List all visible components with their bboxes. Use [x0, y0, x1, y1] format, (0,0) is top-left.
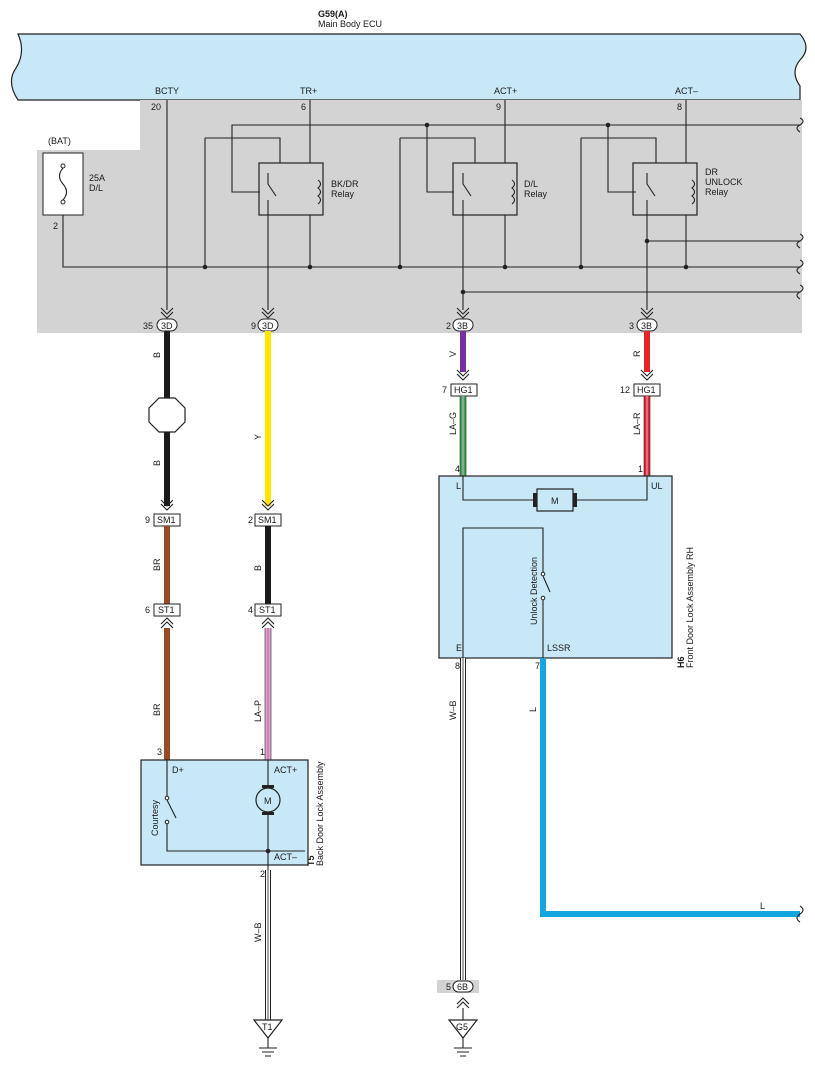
relay-drunlock-box — [632, 162, 698, 216]
t5-assembly-box — [140, 759, 309, 866]
svg-text:E: E — [456, 643, 462, 653]
svg-text:SM1: SM1 — [258, 515, 277, 525]
svg-text:D+: D+ — [172, 765, 184, 775]
svg-text:Courtesy: Courtesy — [150, 799, 160, 836]
splice-point — [148, 397, 186, 433]
fuse-icon — [58, 167, 68, 201]
svg-text:B: B — [152, 460, 162, 466]
svg-text:BR: BR — [152, 558, 162, 571]
svg-text:6B: 6B — [457, 982, 468, 992]
t5-name: Back Door Lock Assembly — [315, 761, 325, 866]
svg-text:G5: G5 — [456, 1022, 468, 1032]
svg-text:3B: 3B — [457, 321, 468, 331]
svg-text:9: 9 — [145, 515, 150, 525]
svg-text:1: 1 — [260, 747, 265, 757]
svg-text:4: 4 — [248, 605, 253, 615]
svg-text:6: 6 — [145, 605, 150, 615]
ecu-panel — [37, 100, 802, 333]
svg-text:Relay: Relay — [331, 189, 355, 199]
fuse-name: D/L — [89, 183, 103, 193]
pin-label-bcty: BCTY — [155, 86, 179, 96]
t5-id: T5 — [306, 855, 316, 866]
svg-text:4: 4 — [455, 464, 460, 474]
fuse-pin: 2 — [53, 221, 58, 231]
svg-text:35: 35 — [143, 321, 153, 331]
svg-text:V: V — [448, 351, 458, 357]
svg-text:M: M — [551, 496, 559, 506]
pin-num-actp: 9 — [496, 102, 501, 112]
svg-text:UNLOCK: UNLOCK — [705, 177, 743, 187]
svg-text:BK/DR: BK/DR — [331, 179, 359, 189]
h6-id: H6 — [676, 656, 686, 668]
svg-text:2: 2 — [446, 321, 451, 331]
pin-num-actm: 8 — [677, 102, 682, 112]
svg-text:8: 8 — [455, 661, 460, 671]
svg-text:W–B: W–B — [253, 922, 263, 942]
ecu-id: G59(A) — [318, 9, 348, 19]
svg-text:SM1: SM1 — [157, 515, 176, 525]
pin-num-tr: 6 — [301, 102, 306, 112]
fuse-tag: (BAT) — [48, 136, 71, 146]
svg-text:LA–R: LA–R — [632, 412, 642, 435]
svg-text:1: 1 — [638, 464, 643, 474]
pin-label-actm: ACT– — [675, 86, 698, 96]
svg-text:ACT–: ACT– — [274, 852, 297, 862]
svg-text:L: L — [760, 901, 765, 911]
svg-text:ACT+: ACT+ — [274, 765, 297, 775]
h6-name: Front Door Lock Assembly RH — [685, 547, 695, 668]
svg-text:W–B: W–B — [448, 700, 458, 720]
svg-text:3D: 3D — [262, 321, 274, 331]
lssr-wire — [540, 658, 800, 917]
svg-text:L: L — [528, 707, 538, 712]
svg-text:3: 3 — [629, 321, 634, 331]
fuse-bus-wire — [62, 215, 800, 268]
relay-bkdr-box — [258, 162, 324, 216]
ground-g5 — [447, 1019, 479, 1039]
svg-text:ST1: ST1 — [259, 605, 276, 615]
svg-text:T1: T1 — [262, 1022, 273, 1032]
svg-text:UL: UL — [651, 481, 663, 491]
svg-text:B: B — [152, 352, 162, 358]
svg-text:L: L — [456, 481, 461, 491]
pin-label-tr: TR+ — [300, 86, 317, 96]
relay-coil-icon — [317, 179, 322, 205]
svg-text:HG1: HG1 — [637, 385, 656, 395]
svg-text:DR: DR — [705, 167, 718, 177]
ground-icon — [259, 1038, 277, 1057]
svg-text:2: 2 — [248, 515, 253, 525]
svg-text:5: 5 — [446, 982, 451, 992]
svg-text:2: 2 — [260, 869, 265, 879]
ecu-body — [10, 33, 807, 101]
svg-text:B: B — [253, 565, 263, 571]
svg-text:3B: 3B — [641, 321, 652, 331]
svg-text:3D: 3D — [161, 321, 173, 331]
svg-text:7: 7 — [442, 385, 447, 395]
svg-text:D/L: D/L — [524, 179, 538, 189]
svg-text:HG1: HG1 — [454, 385, 473, 395]
svg-text:ST1: ST1 — [158, 605, 175, 615]
svg-text:12: 12 — [620, 385, 630, 395]
svg-text:LA–P: LA–P — [253, 700, 263, 722]
svg-text:LSSR: LSSR — [547, 643, 571, 653]
fuse-rating: 25A — [89, 173, 105, 183]
ground-icon — [454, 1038, 472, 1057]
svg-text:Unlock Detection: Unlock Detection — [529, 557, 539, 625]
svg-text:Y: Y — [253, 434, 263, 440]
pin-num-bcty: 20 — [151, 102, 161, 112]
svg-text:R: R — [632, 350, 642, 357]
svg-text:3: 3 — [157, 747, 162, 757]
pin-label-actp: ACT+ — [494, 86, 517, 96]
svg-text:BR: BR — [152, 703, 162, 716]
svg-text:LA–G: LA–G — [448, 412, 458, 435]
ecu-name: Main Body ECU — [318, 19, 382, 29]
svg-text:Relay: Relay — [705, 187, 729, 197]
svg-text:9: 9 — [251, 321, 256, 331]
svg-text:7: 7 — [535, 661, 540, 671]
svg-text:M: M — [264, 796, 272, 806]
relay-dl-box — [452, 162, 518, 216]
ground-t1 — [252, 1019, 284, 1039]
svg-text:Relay: Relay — [524, 189, 548, 199]
